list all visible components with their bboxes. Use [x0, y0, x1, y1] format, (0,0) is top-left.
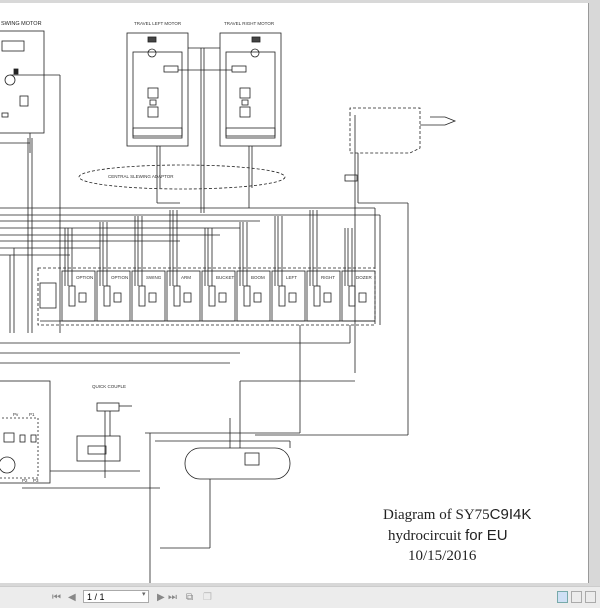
pilot-pump — [344, 107, 457, 435]
valve-section-label: LEFT — [286, 275, 297, 280]
diagram-title-line2: hydrocircuit for EU — [388, 527, 508, 545]
valve-section-label: DOZER — [356, 275, 373, 280]
swing-motor-label: SWING MOTOR — [1, 21, 42, 27]
travel-right-motor: TRAVEL RIGHT MOTOR — [219, 21, 282, 188]
title-line2-b: for EU — [465, 527, 508, 544]
valve-section-label: ARM — [181, 275, 191, 280]
title-line1-a: Diagram of SY75 — [383, 507, 490, 523]
valve-section-label: OPTION — [111, 275, 128, 280]
travel-left-motor: TRAVEL LEFT MOTOR — [126, 21, 189, 188]
diagram-date: 10/15/2016 — [408, 548, 477, 564]
title-line1-b: C9I4K — [489, 506, 532, 523]
control-valve-bank: OPTION OPTION SWING ARM BUCKET BOOM LEFT RIGHT D… — [37, 210, 376, 326]
valve-section: BUCKET — [201, 228, 236, 322]
port-p3: P3 — [33, 478, 39, 483]
prev-page-icon[interactable]: ◀ — [68, 592, 76, 603]
valve-section: SWING — [131, 216, 166, 322]
viewer-toolbar: ⏮ ◀ 1 / 1 ▾ ▶ ⏭ ⧉ ❐ — [0, 586, 600, 608]
pipe-bundle — [0, 188, 381, 364]
hydraulic-diagram: SWING MOTOR TRAVEL LEFT MOTOR — [0, 21, 457, 583]
next-page-icon[interactable]: ▶ — [157, 592, 165, 603]
first-page-icon[interactable]: ⏮ — [52, 592, 61, 603]
page-dropdown-icon[interactable]: ▾ — [142, 591, 146, 598]
valve-section: RIGHT — [306, 210, 341, 322]
main-pump: Pv P1 P2 P3 — [0, 380, 160, 489]
central-adaptor-label: CENTRAL SLEWING ADAPTOR — [108, 174, 174, 179]
last-page-icon[interactable]: ⏭ — [168, 592, 177, 603]
swing-motor: SWING MOTOR — [0, 21, 61, 333]
page-number-input[interactable]: 1 / 1 — [83, 590, 149, 603]
valve-section: BOOM — [236, 222, 271, 322]
diagram-title-line1: Diagram of SY75C9I4K — [383, 506, 531, 524]
valve-section-label: OPTION — [76, 275, 93, 280]
hydraulic-tank — [145, 325, 408, 583]
valve-section-label: BUCKET — [216, 275, 235, 280]
quick-couple-label: QUICK COUPLE — [92, 384, 126, 389]
port-pv: Pv — [13, 412, 19, 417]
quick-couple: QUICK COUPLE — [76, 384, 132, 478]
two-page-view-icon[interactable] — [585, 591, 596, 603]
valve-section-label: BOOM — [251, 275, 265, 280]
valve-section: ARM — [166, 210, 201, 322]
single-page-view-icon[interactable] — [557, 591, 568, 603]
title-line2-a: hydrocircuit — [388, 528, 466, 544]
travel-left-label: TRAVEL LEFT MOTOR — [134, 21, 182, 26]
port-p1: P1 — [29, 412, 35, 417]
copy-icon[interactable]: ⧉ — [186, 592, 194, 603]
valve-section: OPTION — [61, 228, 96, 322]
valve-section: DOZER — [341, 228, 376, 322]
port-p2: P2 — [22, 478, 28, 483]
pdf-page: SWING MOTOR TRAVEL LEFT MOTOR — [0, 3, 589, 583]
paste-icon[interactable]: ❐ — [203, 592, 212, 603]
valve-section: LEFT — [271, 216, 306, 322]
valve-section-label: SWING — [146, 275, 162, 280]
document-viewer: SWING MOTOR TRAVEL LEFT MOTOR — [0, 0, 600, 586]
valve-section: OPTION — [96, 222, 131, 322]
travel-right-label: TRAVEL RIGHT MOTOR — [224, 21, 275, 26]
continuous-view-icon[interactable] — [571, 591, 582, 603]
valve-section-label: RIGHT — [321, 275, 335, 280]
